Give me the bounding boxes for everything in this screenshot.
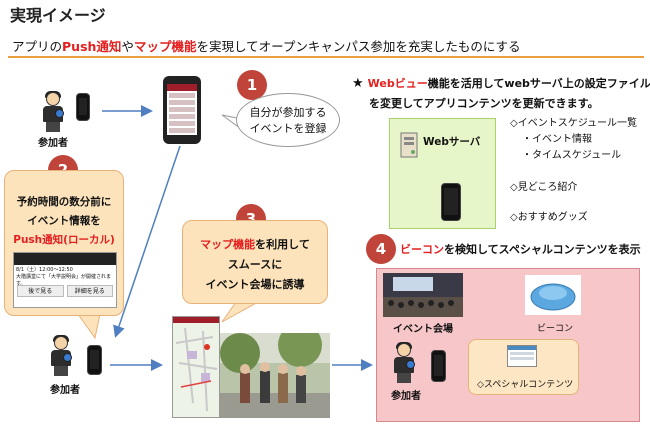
map-icon [173,323,219,417]
box3-tail [221,301,259,323]
participant-venue-label: 参加者 [391,391,421,402]
beacon-icon [530,283,576,311]
arrow-app-to-participant [113,145,181,338]
step-3-box: マップ機能を利用して スムースに イベント会場に誘導 [182,220,328,304]
step-3-line-2: スムースに [227,258,283,271]
app-phone-icon [163,76,201,144]
step-2-line-2: イベント情報を [27,215,101,227]
subtitle-part-3: を実現してオープンキャンパス参加を充実したものにする [196,39,521,54]
step-2-line-1: 予約時間の数分前に [16,196,112,208]
participant-bottom-icon [48,335,74,376]
participant-bottom-phone-icon [87,345,102,375]
subtitle-part-2: や [121,39,134,54]
special-content-label: ◇スペシャルコンテンツ [477,380,574,390]
step-4-title: ビーコンを検知してスペシャルコンテンツを表示 [400,241,641,257]
notification-date: 8/1（土）12:00～12:50 [16,267,73,273]
notification-detail-button[interactable]: 詳細を見る [66,285,113,297]
venue-photo [383,273,463,317]
subtitle-map: マップ機能 [133,39,197,54]
special-content-bubble: ◇スペシャルコンテンツ [468,339,579,395]
page-title: 実現イメージ [10,6,106,25]
step-2-box: 予約時間の数分前に イベント情報を Push通知(ローカル) 8/1（土）12:… [4,170,124,316]
step-1-line-2: イベントを登録 [249,122,327,135]
notification-header [14,253,116,265]
step-4-badge: 4 [366,234,396,264]
page-subtitle: アプリのPush通知やマップ機能を実現してオープンキャンパス参加を充実したものに… [12,36,520,55]
webview-line-1: 機能を活用してwebサーバ上の設定ファイル [427,77,650,90]
step-3-map: マップ機能 [200,238,256,251]
notification-text: 大階講堂にて「大学説明会」が開催されます。 [16,274,112,285]
participant-top-label: 参加者 [38,138,68,149]
title-divider [8,56,644,58]
participant-bottom-label: 参加者 [50,385,80,396]
web-server-box: Webサーバ [389,118,496,229]
content-list-item: ◇おすすめグッズ [510,212,588,223]
step-1-line-1: 自分が参加する [249,106,327,119]
subtitle-push: Push通知 [62,39,122,54]
venue-label: イベント会場 [393,324,453,335]
participant-venue-phone-icon [431,350,446,382]
web-server-icon [400,132,418,158]
subtitle-part-1: アプリの [12,39,63,54]
star-icon: ★ [352,76,364,91]
map-phone-screen [172,316,220,418]
beacon-image [525,275,581,315]
beacon-label: ビーコン [537,324,574,334]
push-notification-card: 8/1（土）12:00～12:50 大階講堂にて「大学説明会」が開催されます。 … [13,252,117,308]
participant-top-phone-icon [76,93,90,121]
step-4-rest: を検知してスペシャルコンテンツを表示 [444,243,641,256]
special-content-screen-icon [507,345,537,367]
content-list-item: ・イベント情報 [522,134,592,145]
box2-tail [77,313,101,340]
step-1-badge: 1 [237,70,267,100]
campus-photo [220,333,330,418]
step-4-beacon: ビーコン [400,243,444,256]
web-server-label: Webサーバ [423,136,481,148]
step-1-bubble: 自分が参加する イベントを登録 [236,93,340,147]
step-3-line-1: を利用して [255,238,310,251]
content-list-item: ◇見どころ紹介 [510,182,578,193]
participant-venue-icon [391,342,417,383]
webview-line-2: を変更してアプリコンテンツを更新できます。 [369,97,599,110]
participant-top-icon [40,91,66,132]
web-server-phone-icon [441,183,461,221]
webview-description: ★Webビュー機能を活用してwebサーバ上の設定ファイル を変更してアプリコンテ… [352,74,650,114]
step-3-line-3: イベント会場に誘導 [205,278,305,291]
content-list: ◇イベントスケジュール一覧 ・イベント情報 ・タイムスケジュール ◇見どころ紹介… [510,116,637,226]
content-list-item: ・タイムスケジュール [522,150,622,161]
notification-later-button[interactable]: 後で見る [17,285,64,297]
webview-highlight: Webビュー [367,77,428,90]
step-2-push: Push通知(ローカル) [13,234,115,246]
content-list-item: ◇イベントスケジュール一覧 [510,118,637,129]
